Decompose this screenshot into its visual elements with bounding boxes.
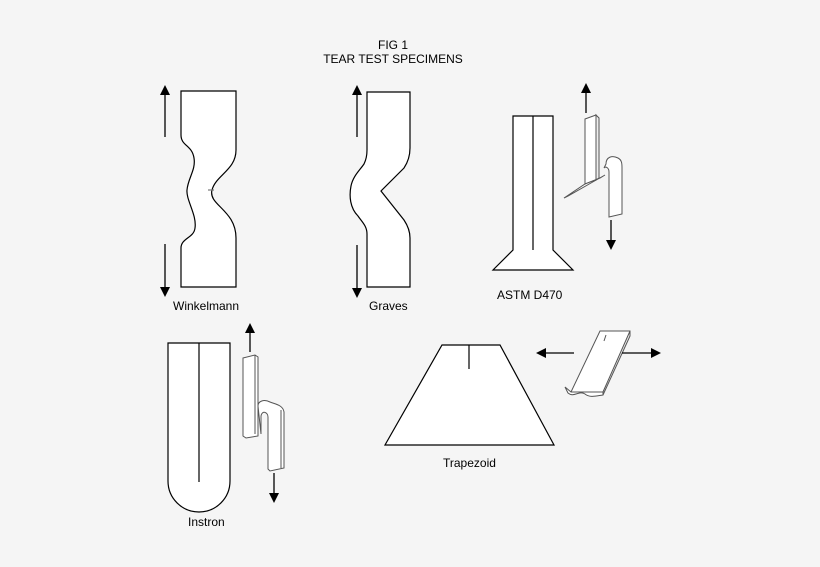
label-winkelmann: Winkelmann <box>173 299 240 313</box>
winkelmann-specimen <box>160 85 237 297</box>
figure-title-line1: FIG 1 <box>377 38 408 52</box>
astm-d470-specimen <box>491 83 623 271</box>
instron-specimen <box>167 323 285 513</box>
label-astm-d470: ASTM D470 <box>497 288 563 302</box>
figure-title-line2: TEAR TEST SPECIMENS <box>323 52 463 66</box>
label-graves: Graves <box>369 299 408 313</box>
label-trapezoid: Trapezoid <box>443 456 496 470</box>
graves-specimen <box>349 85 411 298</box>
label-instron: Instron <box>188 515 225 529</box>
trapezoid-specimen <box>383 330 661 446</box>
